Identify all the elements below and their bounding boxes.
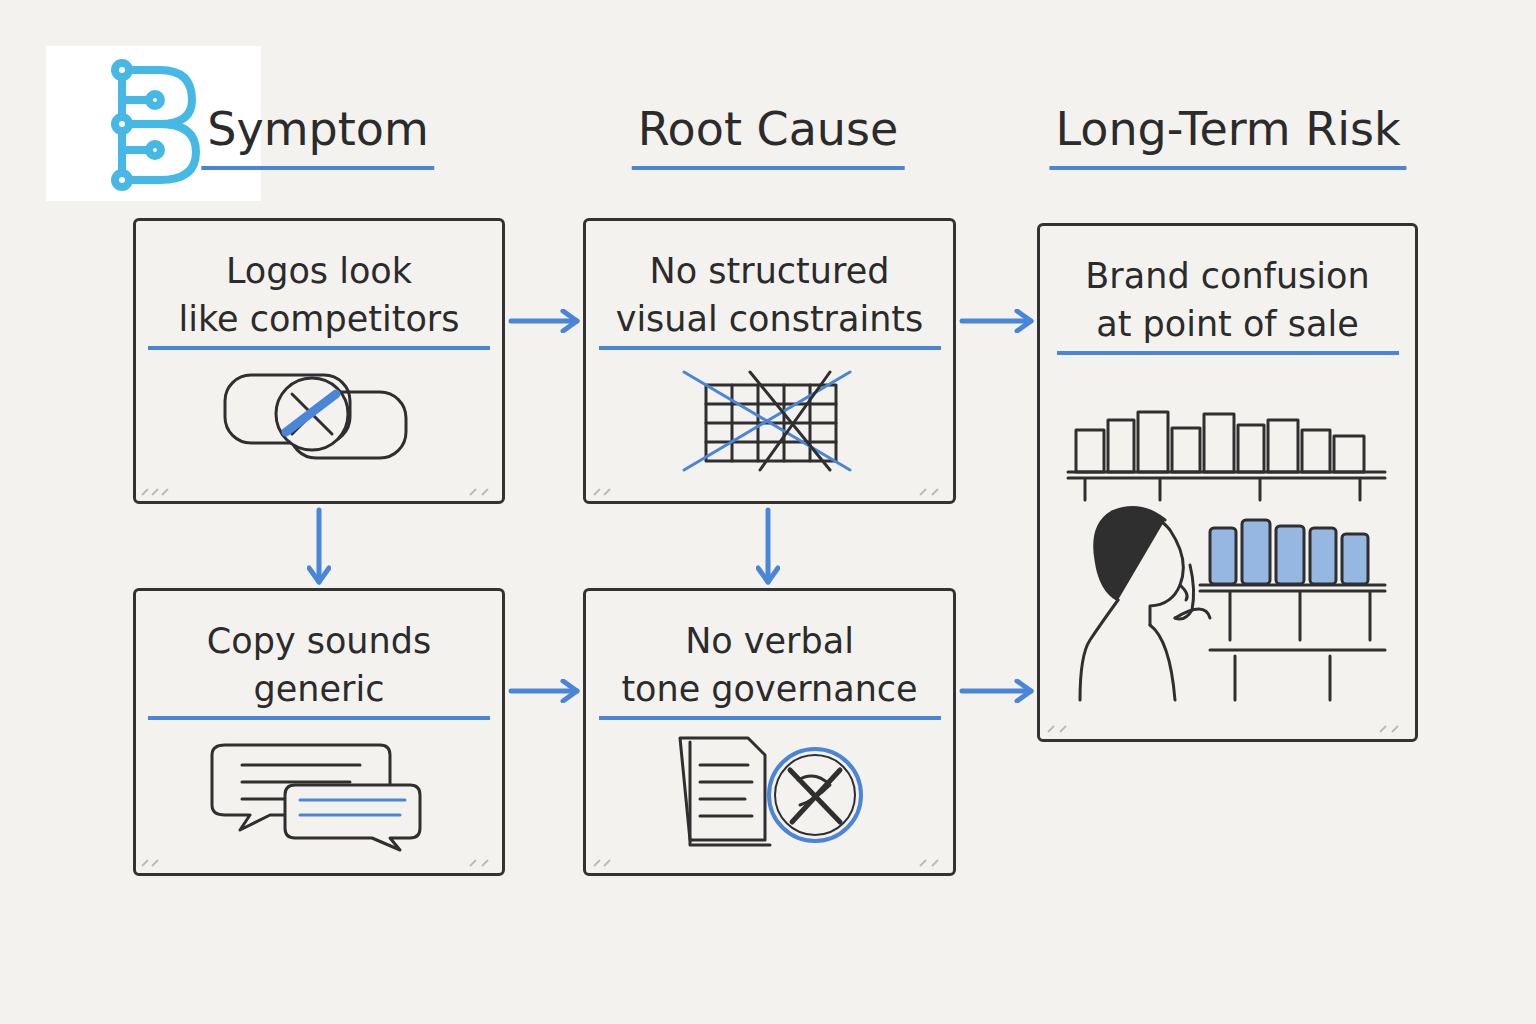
- process-box: No structured visual constraints: [583, 218, 956, 504]
- column-heading: Root Cause: [632, 102, 905, 170]
- column-heading: Long-Term Risk: [1049, 102, 1406, 170]
- box-label: No verbal tone governance: [599, 617, 941, 720]
- box-label: No structured visual constraints: [599, 247, 941, 350]
- column-heading: Symptom: [201, 102, 434, 170]
- flow-arrow: [962, 319, 1031, 324]
- box-label: Copy sounds generic: [148, 617, 490, 720]
- process-box: Brand confusion at point of sale: [1037, 223, 1418, 742]
- process-box: Logos look like competitors: [133, 218, 505, 504]
- flow-arrow: [511, 689, 577, 694]
- flow-arrow: [317, 510, 322, 582]
- flow-arrow: [962, 689, 1031, 694]
- box-label: Brand confusion at point of sale: [1057, 252, 1399, 355]
- process-box: No verbal tone governance: [583, 588, 956, 876]
- process-box: Copy sounds generic: [133, 588, 505, 876]
- flow-arrow: [766, 510, 771, 582]
- box-label: Logos look like competitors: [148, 247, 490, 350]
- flow-arrow: [511, 319, 577, 324]
